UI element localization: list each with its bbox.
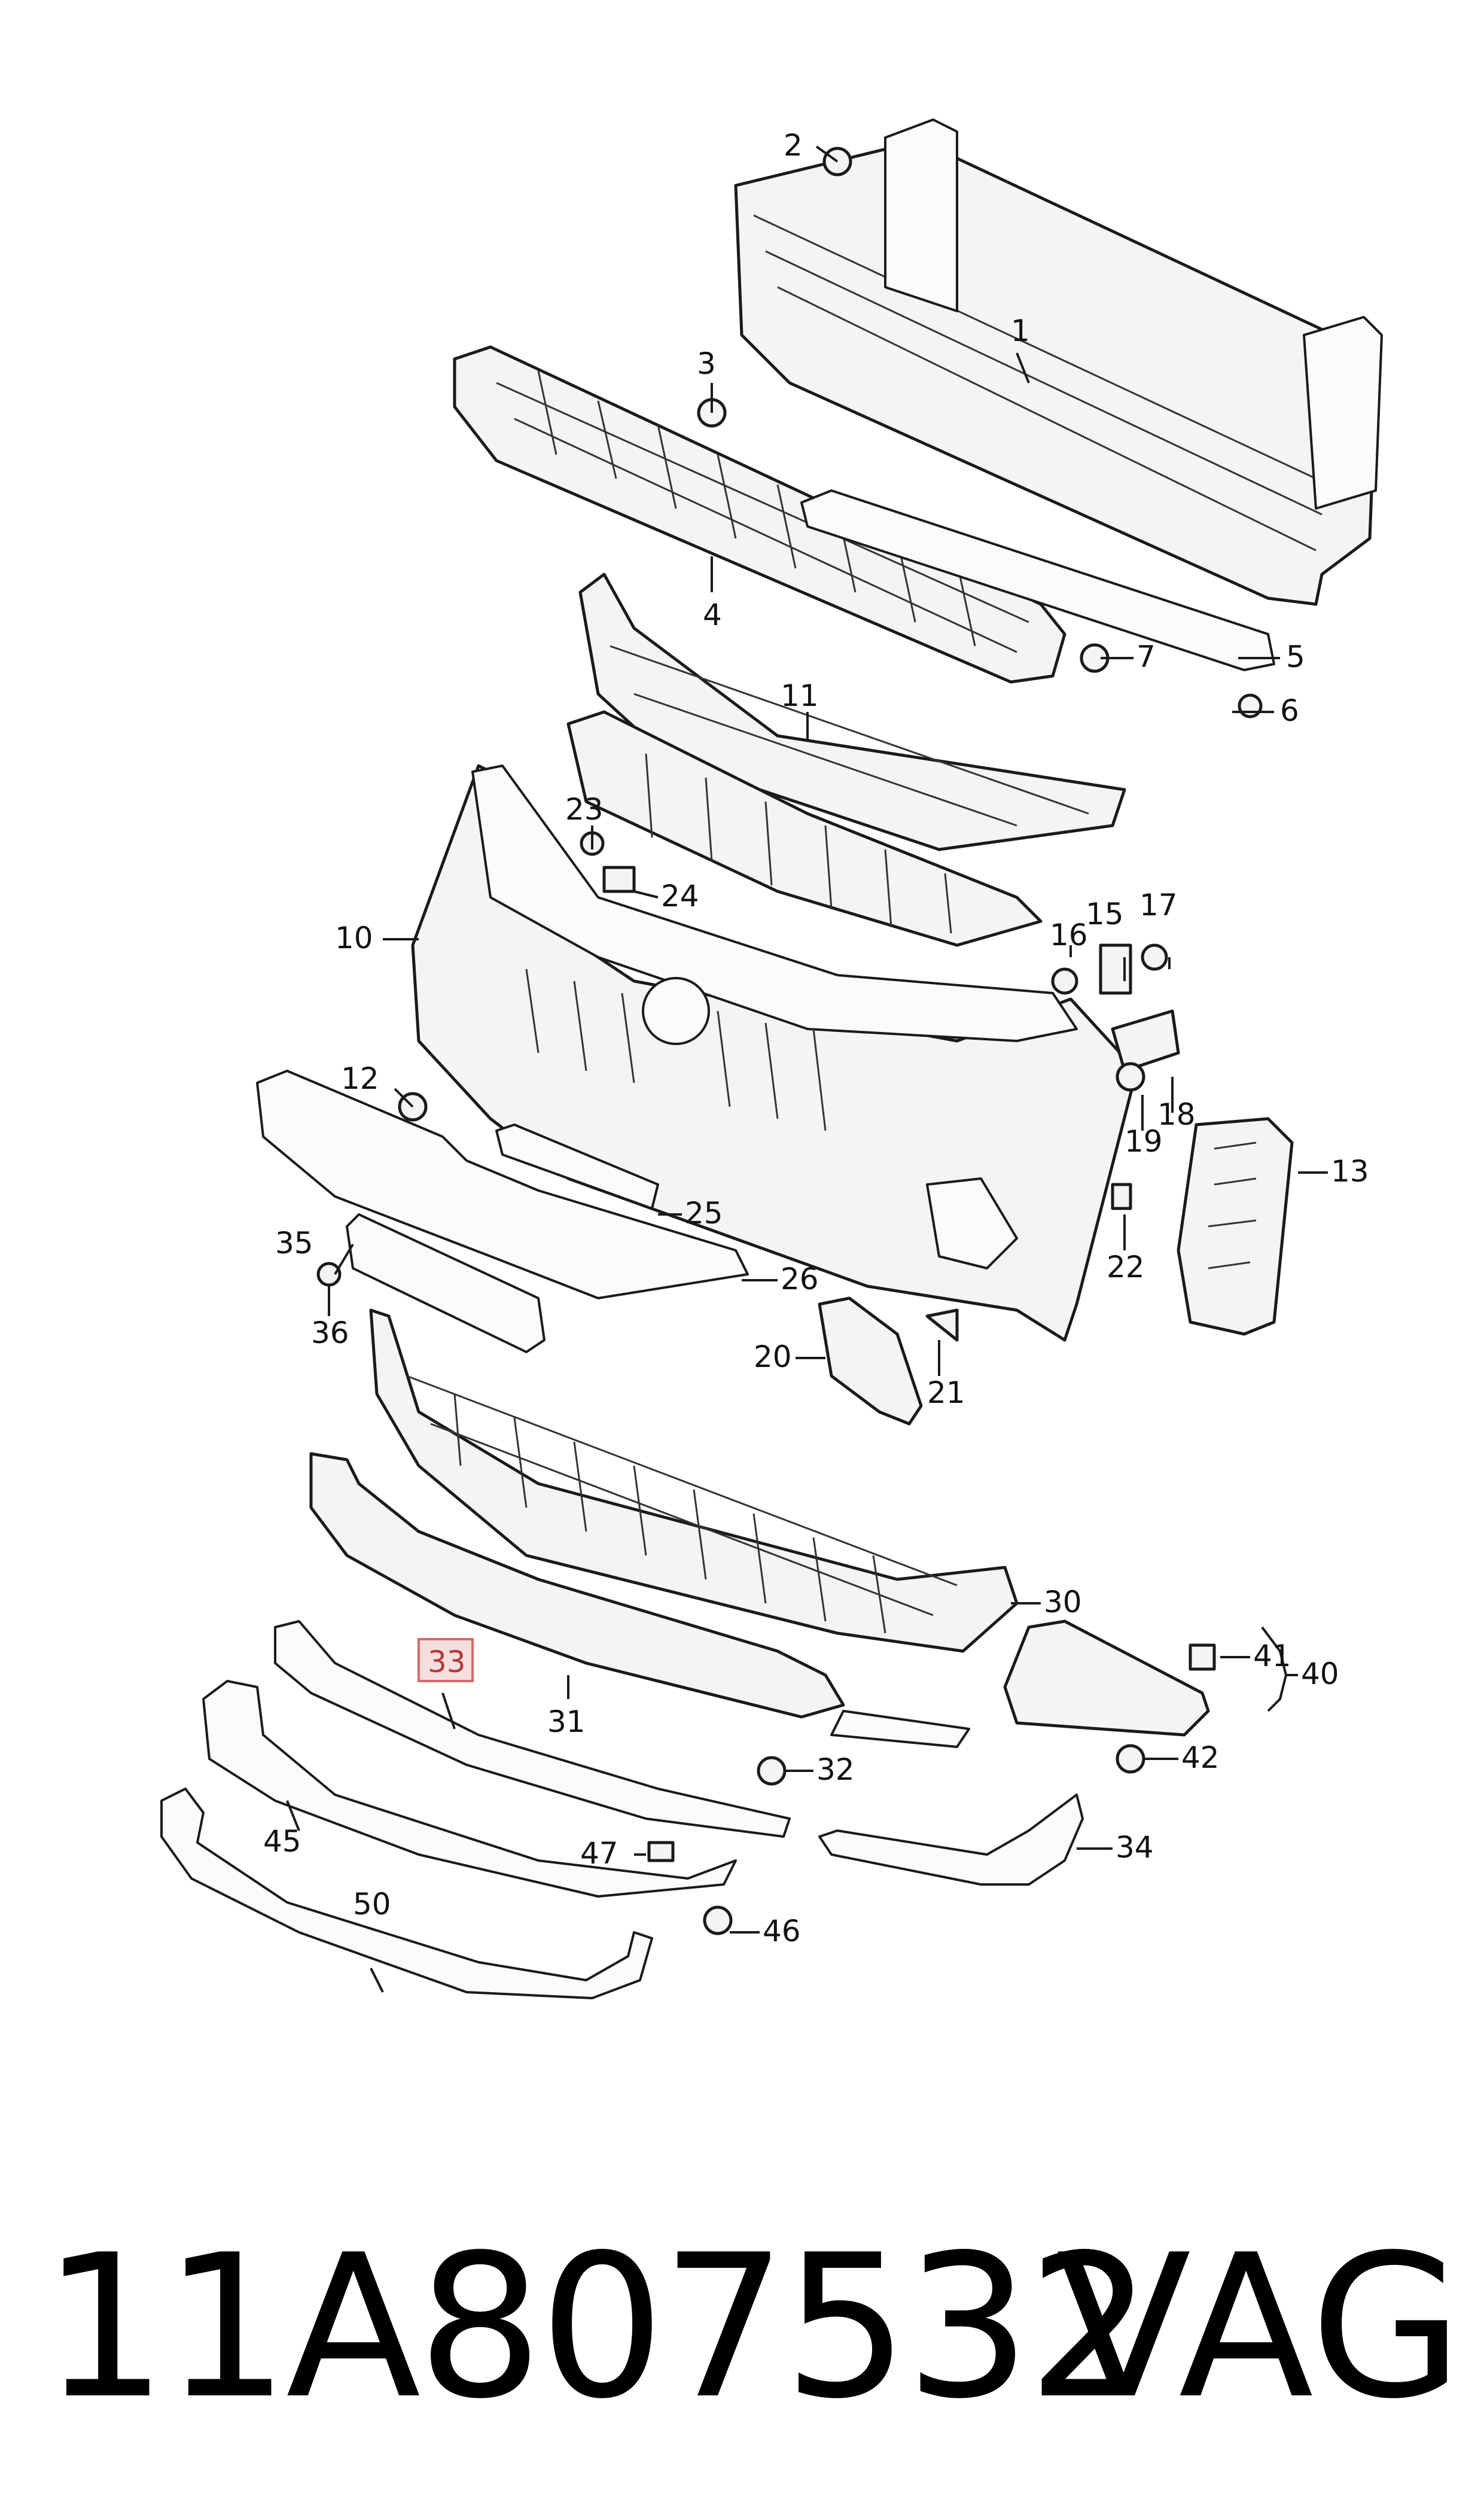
part-40-corner	[1003, 1619, 1210, 1737]
callout-6: 6	[1280, 693, 1299, 728]
parts-diagram: 2 1 3 4 5 6 7 11 10 23 24 15 17 16 12 18…	[160, 118, 1383, 1999]
callout-45: 45	[263, 1824, 301, 1859]
callout-22: 22	[1107, 1250, 1145, 1284]
part-1-carrier	[734, 118, 1383, 606]
callout-33: 33	[428, 1645, 466, 1679]
callout-41: 41	[1253, 1639, 1291, 1673]
callout-7: 7	[1136, 640, 1156, 674]
part-20-fog-grille	[818, 1296, 923, 1426]
part-11-bracket	[566, 573, 1126, 947]
callout-5: 5	[1286, 640, 1305, 674]
part-45-lip	[202, 1680, 737, 1898]
callout-1: 1	[1011, 313, 1030, 348]
fasteners	[316, 147, 1263, 1935]
part-34-strip	[818, 1794, 1084, 1886]
leader-lines	[286, 145, 1328, 1993]
callout-50: 50	[353, 1887, 391, 1922]
callout-35: 35	[275, 1226, 313, 1260]
callout-21: 21	[927, 1375, 965, 1410]
callout-17: 17	[1139, 888, 1178, 922]
part-number: 11A807532	[42, 2212, 1153, 2442]
part-35-plate-holder	[346, 1213, 546, 1353]
callout-33-highlight	[418, 1638, 474, 1682]
part-50-lip	[160, 1788, 653, 1999]
callout-2: 2	[784, 128, 803, 163]
callout-15: 15	[1086, 897, 1124, 931]
part-13-side-bracket	[1177, 1117, 1294, 1336]
callout-11: 11	[781, 678, 819, 713]
callout-47: 47	[580, 1836, 618, 1871]
callout-20: 20	[754, 1339, 792, 1374]
callout-18: 18	[1157, 1097, 1196, 1132]
part-26-trim	[256, 1070, 749, 1299]
footer: 11A807532 VAG	[0, 2202, 1484, 2453]
callout-19: 19	[1125, 1124, 1163, 1159]
callout-40: 40	[1301, 1657, 1339, 1691]
callout-13: 13	[1331, 1154, 1369, 1189]
callout-36: 36	[311, 1316, 349, 1350]
callout-42: 42	[1181, 1740, 1220, 1775]
callout-16: 16	[1050, 918, 1088, 952]
callout-4: 4	[703, 598, 722, 632]
part-10-bumper-cover	[411, 764, 1138, 1342]
part-31-spoiler	[309, 1452, 970, 1748]
callout-34: 34	[1116, 1830, 1154, 1865]
callout-12: 12	[341, 1061, 379, 1096]
callout-25: 25	[685, 1196, 723, 1231]
part-33-trim	[274, 1620, 791, 1838]
callout-32: 32	[816, 1752, 855, 1787]
callout-46: 46	[763, 1914, 801, 1948]
callout-31: 31	[547, 1704, 586, 1739]
part-4-energy-absorber	[453, 345, 1066, 684]
callout-10: 10	[335, 921, 373, 955]
brand-label: VAG	[1056, 2212, 1463, 2442]
part-25-trim	[495, 1123, 659, 1210]
callout-24: 24	[661, 879, 699, 914]
callout-26: 26	[781, 1262, 819, 1296]
callout-30: 30	[1044, 1585, 1082, 1619]
part-5-strip	[800, 489, 1275, 671]
callout-23: 23	[565, 792, 604, 827]
callout-3: 3	[697, 346, 716, 381]
callout-labels: 2 1 3 4 5 6 7 11 10 23 24 15 17 16 12 18…	[263, 128, 1369, 1948]
